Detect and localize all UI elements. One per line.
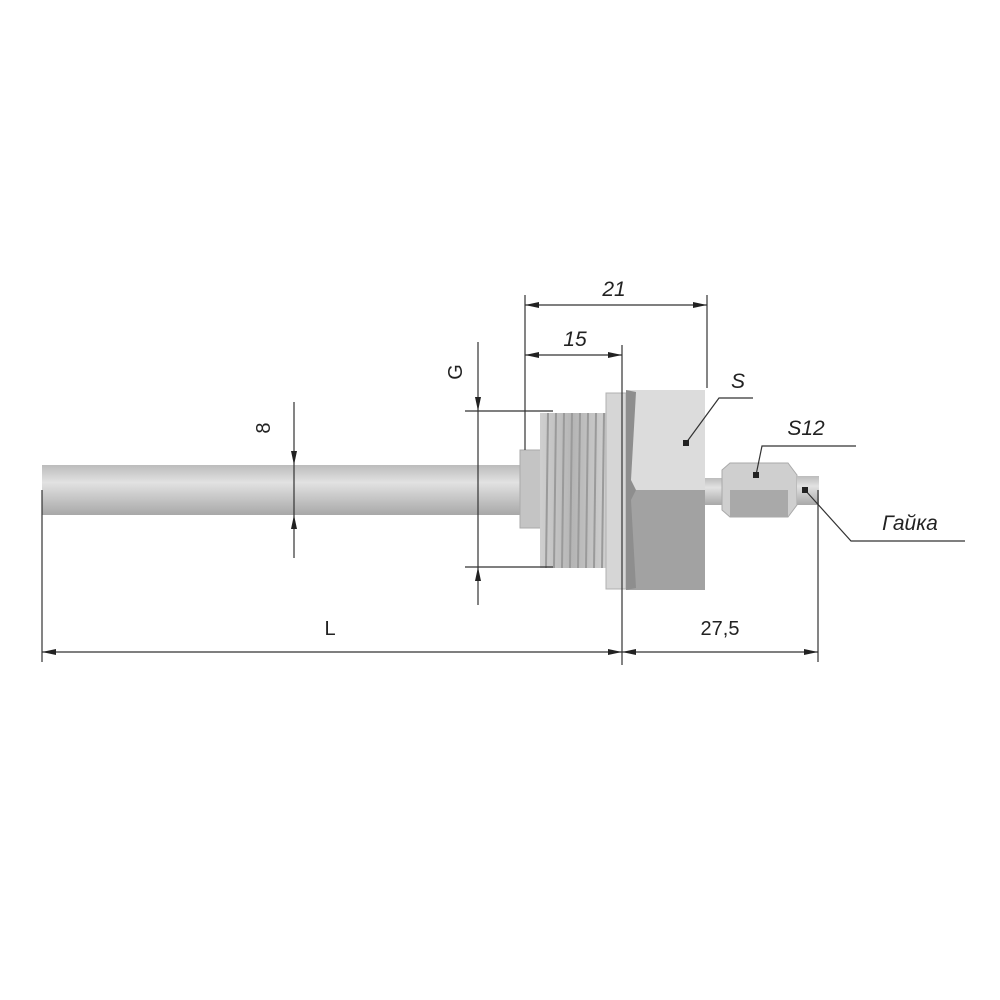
hex-body bbox=[626, 390, 705, 590]
collar bbox=[519, 449, 543, 529]
callout-s-label: S bbox=[731, 370, 745, 393]
dim-15-label: 15 bbox=[563, 328, 587, 351]
callout-s: S bbox=[683, 370, 753, 446]
thread bbox=[540, 412, 606, 569]
dim-8-label: 8 bbox=[253, 422, 275, 433]
callout-s12-label: S12 bbox=[787, 417, 825, 440]
dim-g: G bbox=[445, 342, 553, 605]
dim-g-label: G bbox=[445, 364, 467, 380]
dim-l-label: L bbox=[324, 618, 335, 640]
neck bbox=[705, 478, 722, 505]
dim-15: 15 bbox=[525, 328, 623, 665]
nut-s12 bbox=[721, 462, 798, 518]
callout-nut-label: Гайка bbox=[882, 512, 938, 535]
dim-8: 8 bbox=[253, 402, 297, 558]
probe-tube bbox=[42, 465, 527, 515]
dim-21: 21 bbox=[524, 278, 708, 450]
flange bbox=[605, 392, 627, 590]
callout-s12: S12 bbox=[753, 417, 856, 478]
dim-27-5-label: 27,5 bbox=[701, 618, 740, 640]
dim-21-label: 21 bbox=[601, 278, 625, 301]
dim-27-5: 27,5 bbox=[622, 490, 819, 662]
callout-nut: Гайка bbox=[802, 487, 965, 542]
dim-l: L bbox=[41, 490, 622, 662]
